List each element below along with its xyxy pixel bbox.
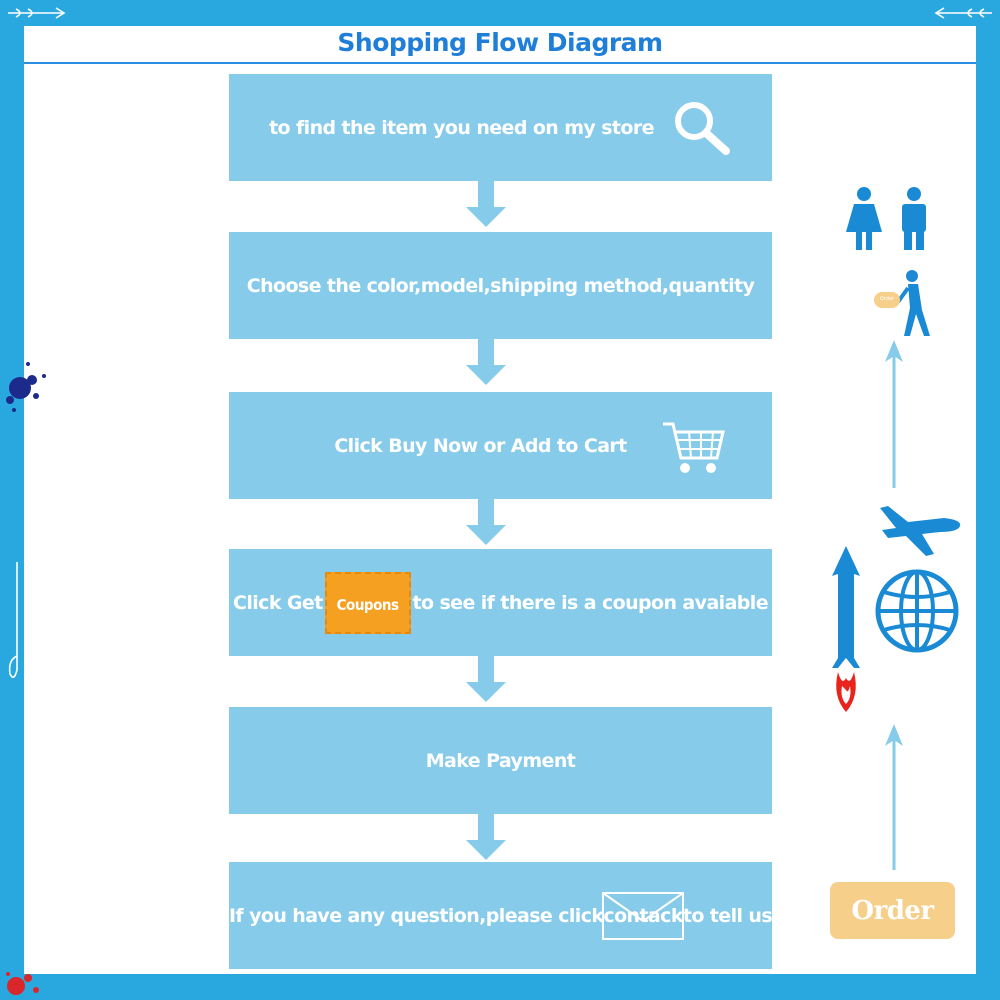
- search-icon: [674, 101, 730, 155]
- order-tag: Order: [879, 296, 895, 302]
- step-find-item: to find the item you need on my store: [229, 74, 772, 181]
- step-label: If you have any question,please click: [228, 904, 604, 927]
- up-arrow-icon: [885, 724, 903, 870]
- down-arrow-icon: [466, 181, 506, 227]
- step-label: Click Get: [232, 591, 323, 614]
- contact-link[interactable]: contack: [602, 891, 685, 940]
- coupons-button[interactable]: Coupons: [324, 571, 411, 634]
- step-label: Make Payment: [425, 749, 576, 772]
- ornament-icon: [934, 7, 992, 19]
- step-label: to tell us: [682, 904, 773, 927]
- ornament-icon: [8, 562, 18, 678]
- step-choose-options: Choose the color,model,shipping method,q…: [229, 232, 772, 339]
- walking-person-icon: [874, 270, 930, 336]
- down-arrow-icon: [466, 339, 506, 385]
- globe-icon: [875, 569, 959, 653]
- up-arrow-icon: [885, 340, 903, 488]
- step-label: to find the item you need on my store: [269, 116, 654, 139]
- down-arrow-icon: [466, 499, 506, 545]
- step-buy-now: Click Buy Now or Add to Cart: [229, 392, 772, 499]
- ornament-icon: [8, 7, 66, 19]
- shopping-cart-icon: [662, 422, 725, 473]
- page-title: Shopping Flow Diagram: [337, 28, 663, 57]
- ink-splat-icon: [6, 362, 46, 412]
- rocket-icon: [832, 546, 860, 712]
- down-arrow-icon: [466, 814, 506, 860]
- woman-icon: [846, 187, 882, 250]
- airplane-icon: [880, 506, 961, 556]
- title-divider: [24, 62, 976, 64]
- envelope-icon: [602, 891, 685, 940]
- man-icon: [902, 187, 926, 250]
- step-make-payment: Make Payment: [229, 707, 772, 814]
- down-arrow-icon: [466, 656, 506, 702]
- order-button[interactable]: Order: [830, 882, 955, 939]
- step-contact: If you have any question,please click co…: [228, 862, 773, 969]
- step-label: Choose the color,model,shipping method,q…: [246, 274, 755, 297]
- contact-link-label: contack: [603, 904, 683, 927]
- step-get-coupons: Click Get Coupons to see if there is a c…: [229, 549, 772, 656]
- content-panel: [24, 26, 976, 974]
- customers-icon: [846, 187, 926, 250]
- ink-splat-icon: [6, 972, 39, 995]
- step-label: to see if there is a coupon avaiable: [412, 591, 769, 614]
- step-label: Click Buy Now or Add to Cart: [334, 434, 627, 457]
